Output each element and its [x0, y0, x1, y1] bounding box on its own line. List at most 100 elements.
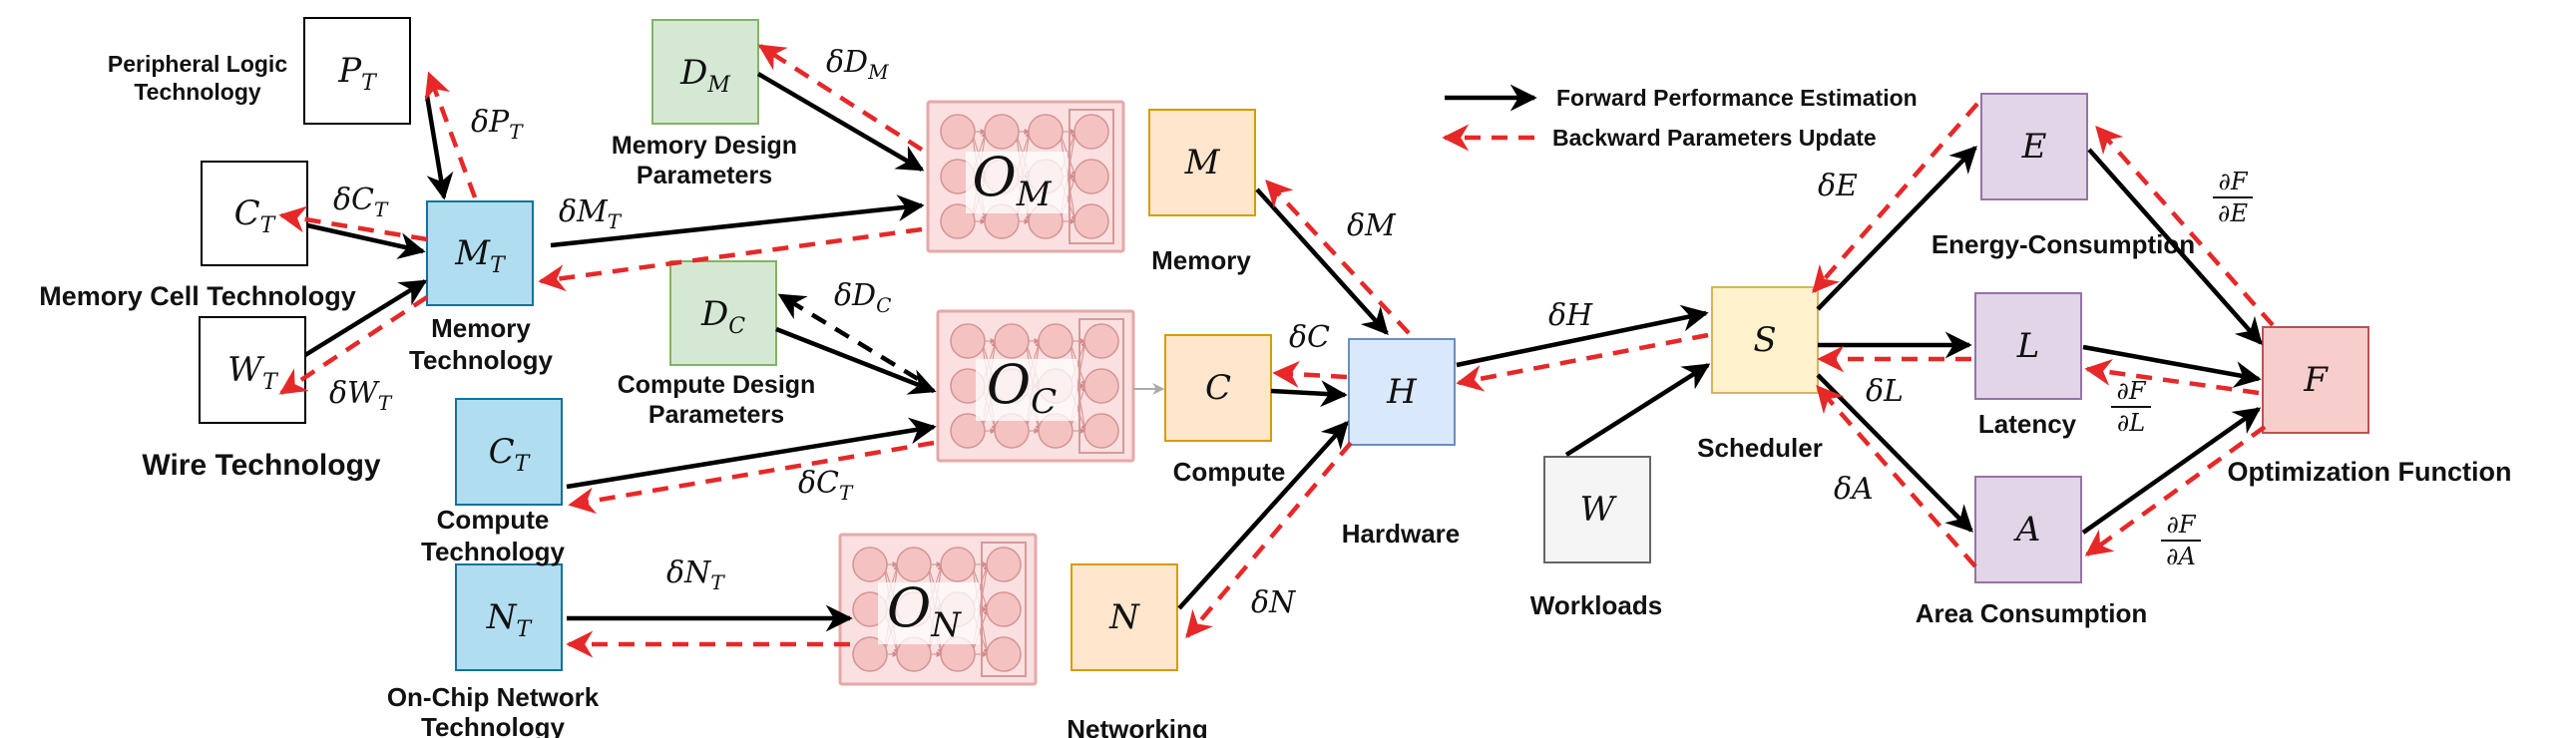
node-main: W	[227, 350, 265, 390]
memory-node: M	[1148, 109, 1256, 216]
node-main: D	[700, 294, 728, 334]
nn-node	[1073, 114, 1109, 150]
compute-node: C	[1164, 334, 1272, 442]
nn-node	[1028, 114, 1064, 150]
arrow-mt-om	[550, 194, 925, 248]
arrow-l-f	[2082, 344, 2262, 388]
arrow-n-h	[1177, 420, 1349, 610]
svg-text:∂E: ∂E	[2218, 199, 2248, 227]
node-main: D	[679, 53, 707, 93]
partial-f-l: ∂F ∂L	[2111, 377, 2151, 437]
memory-cell-node: CT	[201, 161, 308, 266]
compute-design-label: Compute Design	[618, 371, 816, 399]
oc-main: O	[987, 353, 1031, 416]
memory-cell-label: Memory Cell Technology	[39, 281, 356, 311]
compute-tech-label-2: Technology	[421, 537, 566, 566]
svg-text:OM: OM	[972, 146, 1052, 214]
arrow-ct2-oc	[566, 417, 937, 490]
area-label: Area Consumption	[1916, 598, 2148, 628]
arrow-h-c-back	[1272, 360, 1348, 388]
arrow-f-e-back	[2095, 125, 2275, 327]
legend: Forward Performance Estimation Backward …	[1442, 84, 1918, 152]
svg-text:WT: WT	[227, 350, 279, 395]
network-tech-label: On-Chip Network	[387, 682, 600, 712]
arrow-om-dm-back	[757, 44, 924, 152]
delta-c: δC	[1289, 320, 1330, 355]
workloads-label: Workloads	[1530, 590, 1662, 620]
node-main: H	[1386, 372, 1418, 412]
arrow-m-h	[1255, 187, 1389, 336]
svg-text:MT: MT	[454, 233, 507, 278]
delta-a: δA	[1834, 472, 1874, 507]
arrow-s-h-back	[1456, 332, 1709, 392]
peripheral-label-2: Technology	[134, 79, 261, 105]
delta-m: δM	[1347, 208, 1397, 243]
memory-design-label: Memory Design	[612, 132, 797, 160]
nn-node	[984, 114, 1020, 150]
delta-mt: δM	[559, 194, 609, 229]
optimization-label: Optimization Function	[2228, 457, 2512, 487]
networking-label: Networking	[1067, 714, 1208, 738]
arrow-mt-wt-back	[278, 295, 429, 395]
nn-node	[1083, 368, 1119, 404]
nn-node	[1083, 413, 1119, 449]
node-main: A	[2013, 510, 2041, 550]
arrow-e-s-back	[1812, 102, 1979, 294]
arrow-e-f	[2087, 148, 2263, 346]
arrow-h-n-back	[1185, 441, 1353, 639]
svg-text:∂F: ∂F	[2218, 168, 2248, 195]
node-sub: T	[260, 213, 277, 238]
delta-l: δL	[1866, 374, 1904, 409]
energy-label: Energy-Consumption	[1932, 229, 2195, 259]
arrow-h-s	[1456, 304, 1709, 368]
svg-text:∂L: ∂L	[2117, 409, 2145, 437]
hardware-label: Hardware	[1342, 519, 1461, 549]
nn-node	[950, 413, 986, 449]
arrow-w-s	[1564, 363, 1711, 457]
node-sub: M	[706, 73, 730, 98]
peripheral-label: Peripheral Logic	[108, 51, 287, 77]
nn-node	[1083, 323, 1119, 359]
node-main: E	[2021, 127, 2047, 167]
svg-text:δWT: δWT	[329, 376, 393, 415]
compute-tech-label: Compute	[437, 505, 550, 535]
networking-node: N	[1071, 563, 1178, 671]
node-main: C	[1205, 368, 1231, 408]
node-main: C	[489, 432, 515, 472]
node-sub: T	[490, 253, 507, 278]
memory-technology-node: MT	[426, 200, 534, 306]
nn-node	[994, 323, 1030, 359]
nn-node	[940, 547, 976, 582]
svg-text:DM: DM	[679, 53, 730, 98]
compute-label: Compute	[1173, 457, 1286, 487]
scheduler-node: S	[1711, 286, 1819, 394]
memory-tech-label-2: Technology	[409, 345, 554, 375]
nn-node	[852, 636, 888, 672]
legend-forward-label: Forward Performance Estimation	[1556, 85, 1918, 111]
delta-ct1: δC	[333, 183, 374, 217]
scheduler-label: Scheduler	[1697, 433, 1823, 463]
arrow-ct-mt	[306, 222, 426, 259]
delta-n: δN	[1251, 585, 1297, 620]
node-main: M	[1184, 143, 1221, 183]
nn-node	[940, 114, 976, 150]
svg-text:δDM: δDM	[826, 45, 889, 84]
delta-h: δH	[1548, 298, 1593, 333]
node-main: N	[486, 597, 518, 637]
peripheral-logic-node: PT	[303, 17, 411, 125]
energy-node: E	[1980, 93, 2088, 200]
memory-tech-label: Memory	[431, 313, 531, 343]
svg-text:∂F: ∂F	[2166, 511, 2196, 539]
nn-node	[986, 591, 1022, 627]
arrow-a-f	[2081, 407, 2262, 535]
partial-f-e: ∂F ∂E	[2213, 168, 2253, 227]
nn-node	[852, 547, 888, 582]
node-main: C	[234, 193, 260, 233]
arrow-h-m-back	[1265, 180, 1411, 335]
nn-node	[950, 323, 986, 359]
arrow-pt-mt	[424, 95, 454, 200]
latency-node: L	[1974, 292, 2082, 400]
svg-text:NT: NT	[486, 597, 534, 642]
arrow-om-mt-back	[538, 226, 923, 292]
